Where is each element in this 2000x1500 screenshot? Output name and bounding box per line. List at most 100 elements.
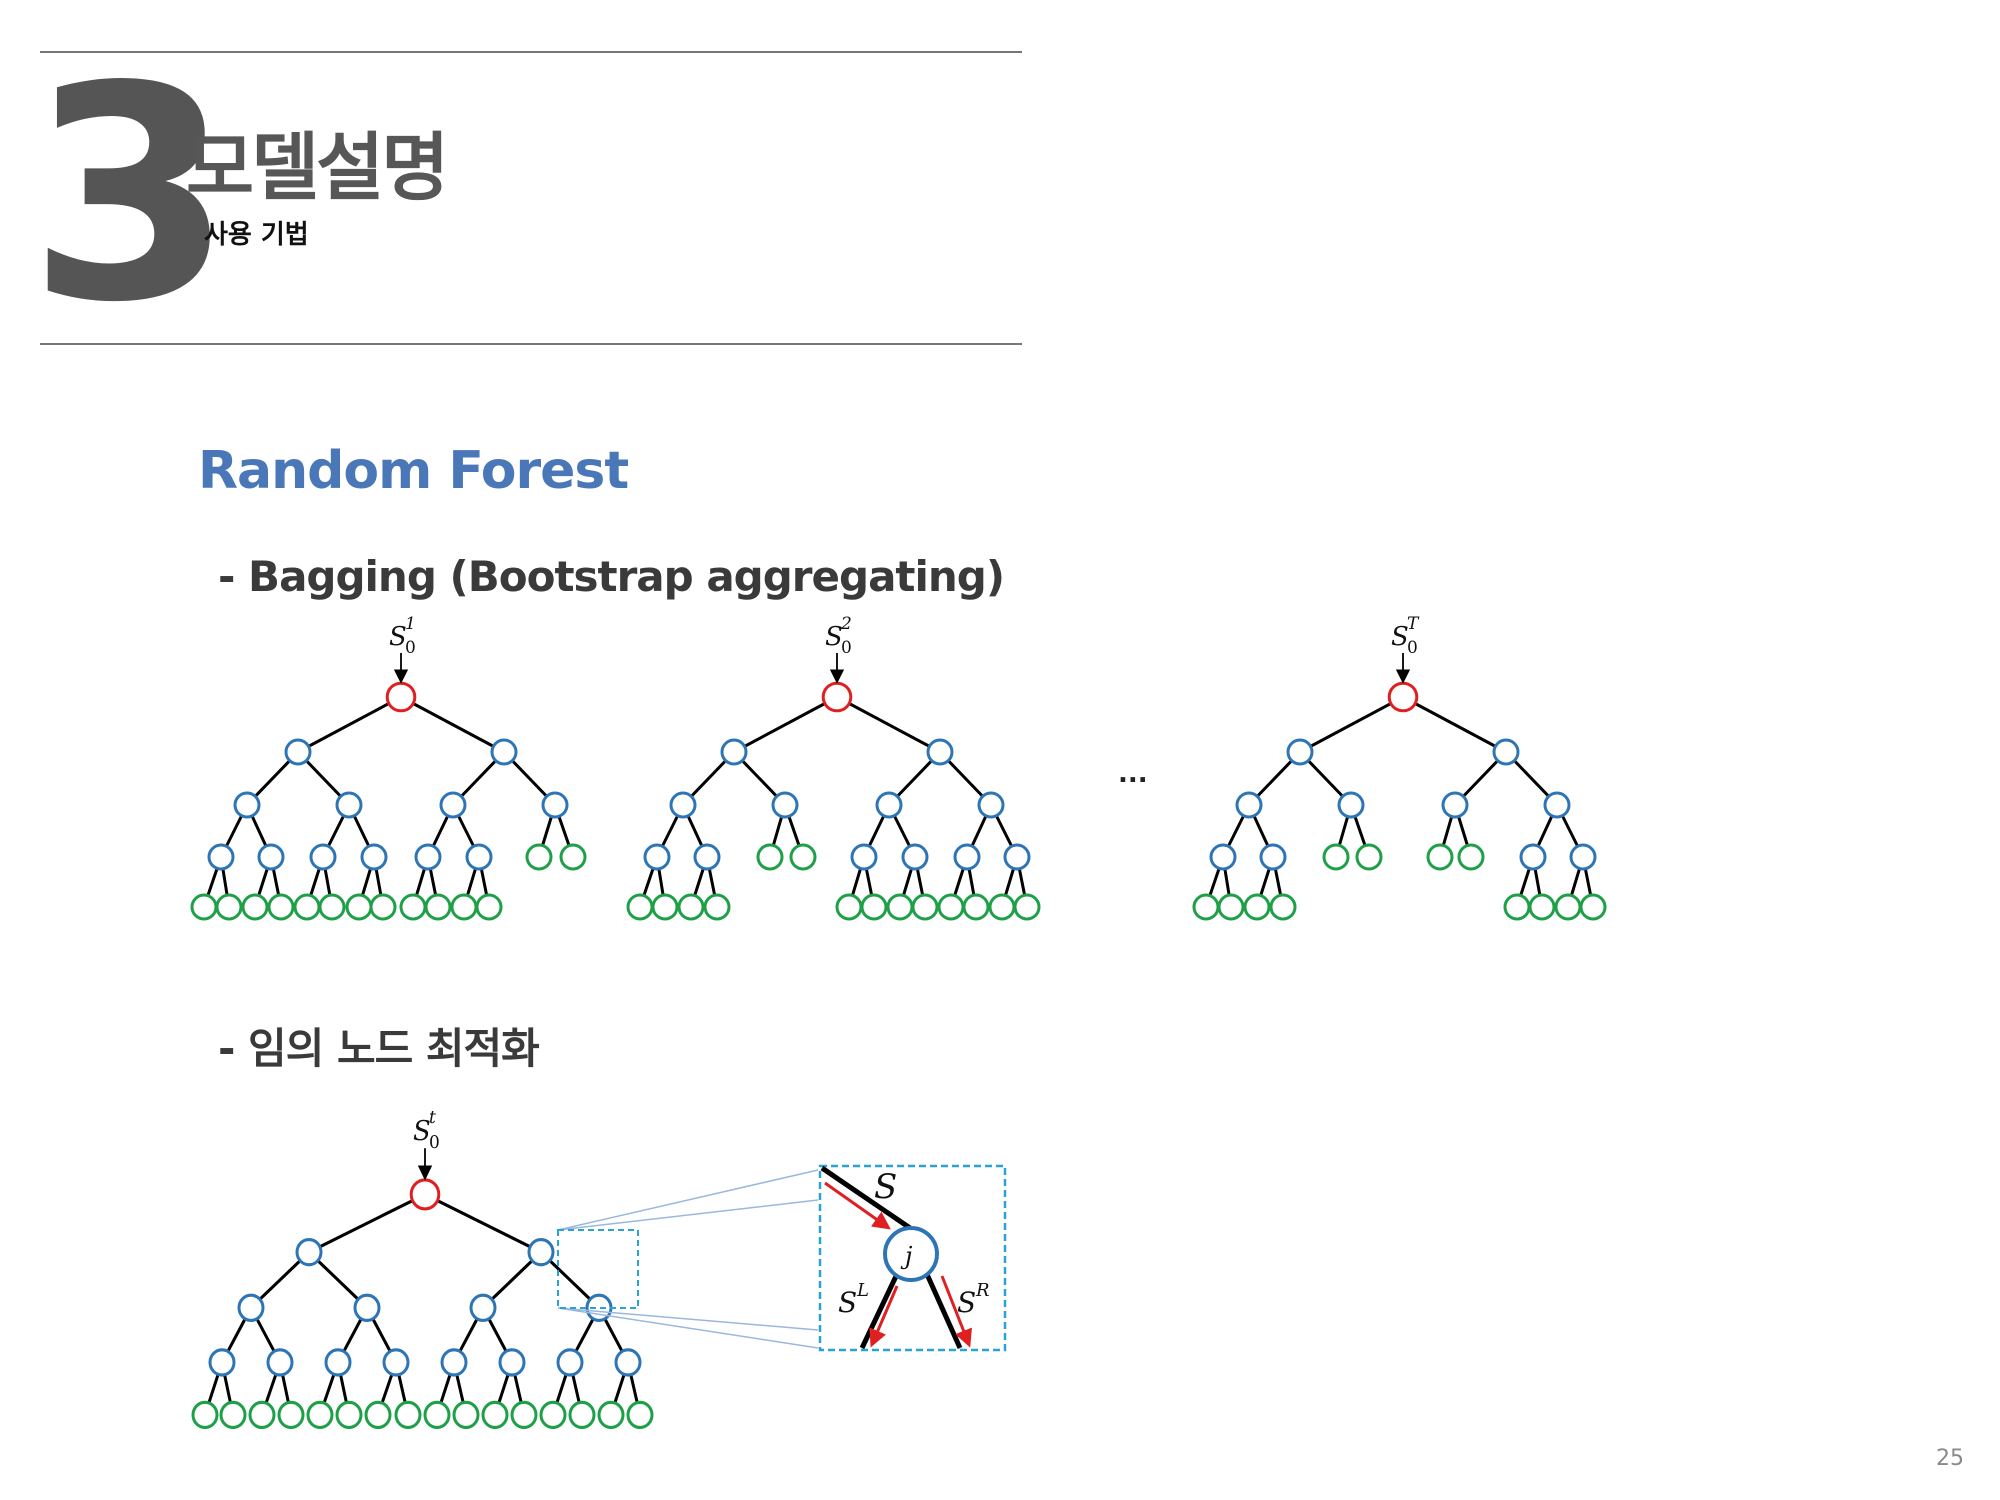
- bagging-bullet: - Bagging (Bootstrap aggregating): [218, 552, 1005, 601]
- leaf-node: [219, 1400, 247, 1430]
- leaf-node: [345, 893, 373, 921]
- root-node: [409, 1178, 441, 1211]
- leaf-node: [988, 893, 1016, 921]
- zoom-arrow-left: [869, 1285, 899, 1348]
- internal-node: [669, 791, 697, 819]
- zoom-left-sup: L: [856, 1280, 869, 1301]
- page-number: 25: [1936, 1446, 1964, 1471]
- tree-edge: [400, 695, 505, 754]
- internal-node: [208, 1348, 236, 1377]
- leaf-node: [559, 843, 587, 871]
- leaf-node: [756, 843, 784, 871]
- leaf-node: [1554, 893, 1582, 921]
- root-sample-sup: T: [1407, 614, 1420, 634]
- internal-node: [901, 843, 929, 871]
- internal-node: [771, 791, 799, 819]
- tree-edge: [424, 1192, 542, 1254]
- leaf-node: [215, 893, 243, 921]
- internal-node: [257, 843, 285, 871]
- zoom-connector-top2: [557, 1199, 819, 1231]
- leaf-node: [394, 1400, 422, 1430]
- leaf-node: [886, 893, 914, 921]
- section-number: 3: [28, 23, 233, 367]
- bagging-tree-1: S01: [190, 614, 587, 921]
- leaf-node: [267, 893, 295, 921]
- internal-node: [693, 843, 721, 871]
- internal-node: [266, 1348, 294, 1377]
- zoom-node: [883, 1226, 939, 1282]
- root-sample-sub: 0: [841, 638, 852, 658]
- internal-node: [439, 791, 467, 819]
- leaf-node: [568, 1400, 596, 1430]
- zoom-source-box: [557, 1229, 639, 1309]
- leaf-node: [525, 843, 553, 871]
- zoom-connector-top: [557, 1169, 819, 1231]
- root-sample-label: S: [1391, 622, 1409, 652]
- leaf-node: [481, 1400, 509, 1430]
- leaf-node: [1457, 843, 1485, 871]
- leaf-node: [277, 1400, 305, 1430]
- leaf-node: [248, 1400, 276, 1430]
- leaf-node: [1355, 843, 1383, 871]
- top-rule: [40, 51, 1022, 53]
- internal-node: [335, 791, 363, 819]
- internal-node: [284, 738, 312, 766]
- leaf-node: [1013, 893, 1041, 921]
- internal-node: [207, 843, 235, 871]
- leaf-node: [399, 893, 427, 921]
- leaf-node: [789, 843, 817, 871]
- leaf-node: [1528, 893, 1556, 921]
- zoom-right-edge: [923, 1270, 963, 1350]
- leaf-node: [335, 1400, 363, 1430]
- page-subtitle: 사용 기법: [204, 220, 309, 250]
- internal-node: [1286, 738, 1314, 766]
- internal-node: [1003, 843, 1031, 871]
- internal-node: [1337, 791, 1365, 819]
- zoom-left-label: S: [838, 1286, 857, 1319]
- zoom-arrow-in: [824, 1181, 891, 1230]
- leaf-node: [450, 893, 478, 921]
- tree-edge: [308, 1192, 426, 1254]
- leaf-node: [1503, 893, 1531, 921]
- internal-node: [360, 843, 388, 871]
- internal-node: [295, 1237, 323, 1267]
- leaf-node: [364, 1400, 392, 1430]
- leaf-node: [626, 1400, 654, 1430]
- root-sample-sub: 0: [405, 638, 416, 658]
- leaf-node: [911, 893, 939, 921]
- tree-edge: [1299, 695, 1404, 754]
- internal-node: [324, 1348, 352, 1377]
- leaf-node: [703, 893, 731, 921]
- root-sample-sup: 1: [405, 614, 416, 634]
- root-sample-sup: t: [429, 1108, 437, 1128]
- leaf-node: [539, 1400, 567, 1430]
- internal-node: [498, 1348, 526, 1377]
- tree-edge: [733, 695, 838, 754]
- leaf-node: [369, 893, 397, 921]
- internal-node: [414, 843, 442, 871]
- internal-node: [440, 1348, 468, 1377]
- internal-node: [1259, 843, 1287, 871]
- internal-node: [237, 1293, 265, 1322]
- leaf-node: [1269, 893, 1297, 921]
- zoom-arrow-right: [940, 1275, 972, 1348]
- leaf-node: [937, 893, 965, 921]
- leaf-node: [424, 893, 452, 921]
- tree-edge: [297, 695, 402, 754]
- zoom-connector-bottom2: [557, 1307, 819, 1349]
- internal-node: [926, 738, 954, 766]
- internal-node: [1519, 843, 1547, 871]
- internal-node: [614, 1348, 642, 1377]
- zoom-parent-label: S: [874, 1167, 897, 1207]
- internal-node: [233, 791, 261, 819]
- internal-node: [1441, 791, 1469, 819]
- root-sample-sub: 0: [429, 1133, 440, 1153]
- internal-node: [541, 791, 569, 819]
- root-sample-label: S: [825, 622, 843, 652]
- tree-edge: [836, 695, 941, 754]
- leaf-node: [475, 893, 503, 921]
- leaf-node: [241, 893, 269, 921]
- leaf-node: [1217, 893, 1245, 921]
- internal-node: [953, 843, 981, 871]
- root-sample-sub: 0: [1407, 638, 1418, 658]
